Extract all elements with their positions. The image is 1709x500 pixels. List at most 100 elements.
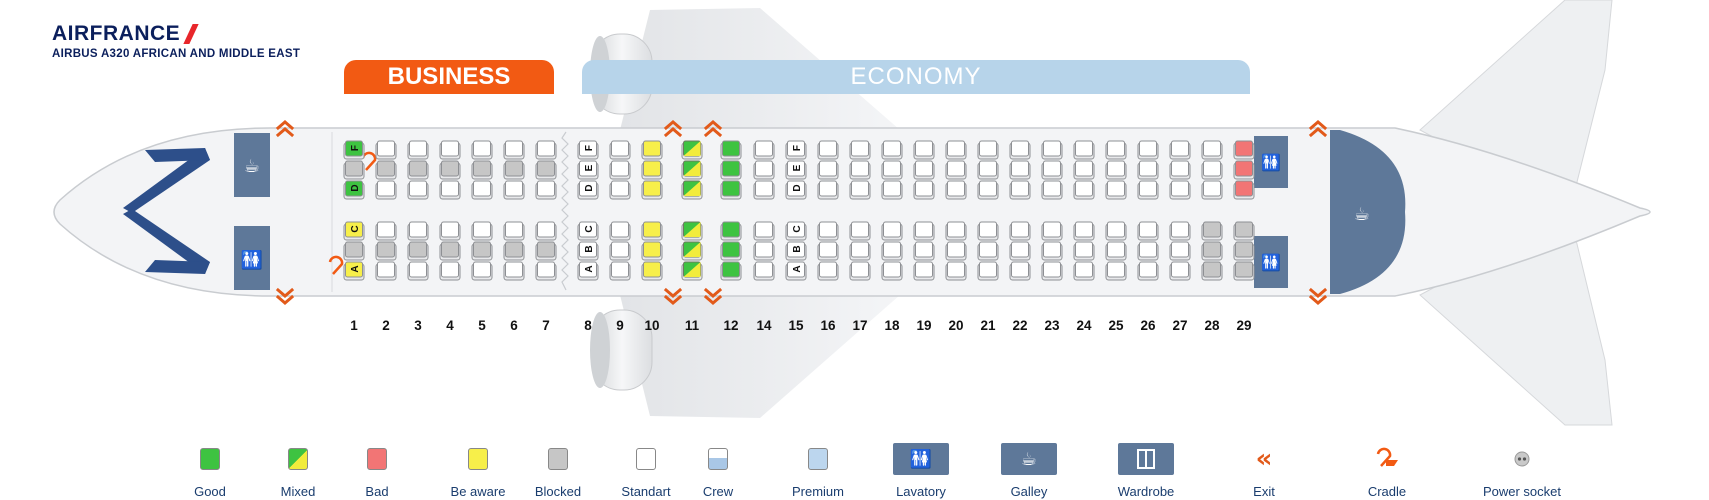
seat-8-5[interactable]	[577, 261, 599, 281]
seat-23-3[interactable]	[1041, 221, 1063, 241]
seat-1-3[interactable]	[343, 221, 365, 241]
seat-29-3[interactable]	[1233, 221, 1255, 241]
seat-18-3[interactable]	[881, 221, 903, 241]
seat-6-0[interactable]	[503, 140, 525, 160]
seat-14-1[interactable]	[753, 160, 775, 180]
seat-4-1[interactable]	[439, 160, 461, 180]
seat-16-1[interactable]	[817, 160, 839, 180]
seat-7-1[interactable]	[535, 160, 557, 180]
seat-2-0[interactable]	[375, 140, 397, 160]
seat-28-5[interactable]	[1201, 261, 1223, 281]
seat-25-3[interactable]	[1105, 221, 1127, 241]
seat-19-0[interactable]	[913, 140, 935, 160]
seat-27-3[interactable]	[1169, 221, 1191, 241]
seat-27-5[interactable]	[1169, 261, 1191, 281]
seat-23-0[interactable]	[1041, 140, 1063, 160]
seat-7-3[interactable]	[535, 221, 557, 241]
seat-19-3[interactable]	[913, 221, 935, 241]
seat-9-4[interactable]	[609, 241, 631, 261]
seat-10-0[interactable]	[641, 140, 663, 160]
seat-22-0[interactable]	[1009, 140, 1031, 160]
seat-8-2[interactable]	[577, 180, 599, 200]
seat-22-1[interactable]	[1009, 160, 1031, 180]
seat-8-1[interactable]	[577, 160, 599, 180]
seat-26-1[interactable]	[1137, 160, 1159, 180]
seat-12-1[interactable]	[720, 160, 742, 180]
seat-5-5[interactable]	[471, 261, 493, 281]
seat-20-2[interactable]	[945, 180, 967, 200]
seat-5-3[interactable]	[471, 221, 493, 241]
seat-6-5[interactable]	[503, 261, 525, 281]
seat-18-4[interactable]	[881, 241, 903, 261]
seat-26-4[interactable]	[1137, 241, 1159, 261]
seat-5-0[interactable]	[471, 140, 493, 160]
seat-22-3[interactable]	[1009, 221, 1031, 241]
seat-8-0[interactable]	[577, 140, 599, 160]
seat-16-5[interactable]	[817, 261, 839, 281]
seat-28-0[interactable]	[1201, 140, 1223, 160]
seat-25-2[interactable]	[1105, 180, 1127, 200]
seat-5-4[interactable]	[471, 241, 493, 261]
seat-7-0[interactable]	[535, 140, 557, 160]
seat-2-2[interactable]	[375, 180, 397, 200]
seat-10-1[interactable]	[641, 160, 663, 180]
seat-26-2[interactable]	[1137, 180, 1159, 200]
seat-15-0[interactable]	[785, 140, 807, 160]
seat-14-4[interactable]	[753, 241, 775, 261]
seat-29-4[interactable]	[1233, 241, 1255, 261]
seat-14-3[interactable]	[753, 221, 775, 241]
seat-18-2[interactable]	[881, 180, 903, 200]
seat-15-4[interactable]	[785, 241, 807, 261]
seat-29-2[interactable]	[1233, 180, 1255, 200]
seat-24-4[interactable]	[1073, 241, 1095, 261]
seat-5-1[interactable]	[471, 160, 493, 180]
seat-25-5[interactable]	[1105, 261, 1127, 281]
seat-19-2[interactable]	[913, 180, 935, 200]
seat-22-2[interactable]	[1009, 180, 1031, 200]
seat-12-0[interactable]	[720, 140, 742, 160]
seat-1-5[interactable]	[343, 261, 365, 281]
seat-9-1[interactable]	[609, 160, 631, 180]
seat-20-4[interactable]	[945, 241, 967, 261]
seat-21-0[interactable]	[977, 140, 999, 160]
seat-15-2[interactable]	[785, 180, 807, 200]
seat-16-0[interactable]	[817, 140, 839, 160]
seat-4-0[interactable]	[439, 140, 461, 160]
seat-5-2[interactable]	[471, 180, 493, 200]
seat-28-2[interactable]	[1201, 180, 1223, 200]
seat-12-5[interactable]	[720, 261, 742, 281]
seat-23-5[interactable]	[1041, 261, 1063, 281]
seat-12-2[interactable]	[720, 180, 742, 200]
seat-22-5[interactable]	[1009, 261, 1031, 281]
seat-23-4[interactable]	[1041, 241, 1063, 261]
seat-26-0[interactable]	[1137, 140, 1159, 160]
seat-19-1[interactable]	[913, 160, 935, 180]
seat-26-5[interactable]	[1137, 261, 1159, 281]
seat-24-3[interactable]	[1073, 221, 1095, 241]
seat-7-5[interactable]	[535, 261, 557, 281]
seat-19-5[interactable]	[913, 261, 935, 281]
seat-27-0[interactable]	[1169, 140, 1191, 160]
seat-4-2[interactable]	[439, 180, 461, 200]
seat-2-5[interactable]	[375, 261, 397, 281]
seat-3-3[interactable]	[407, 221, 429, 241]
seat-24-5[interactable]	[1073, 261, 1095, 281]
seat-27-1[interactable]	[1169, 160, 1191, 180]
seat-11-1[interactable]	[681, 160, 703, 180]
seat-3-2[interactable]	[407, 180, 429, 200]
seat-18-1[interactable]	[881, 160, 903, 180]
seat-28-3[interactable]	[1201, 221, 1223, 241]
seat-8-4[interactable]	[577, 241, 599, 261]
seat-20-3[interactable]	[945, 221, 967, 241]
seat-23-2[interactable]	[1041, 180, 1063, 200]
seat-16-4[interactable]	[817, 241, 839, 261]
seat-9-0[interactable]	[609, 140, 631, 160]
seat-1-1[interactable]	[343, 160, 365, 180]
seat-21-3[interactable]	[977, 221, 999, 241]
seat-8-3[interactable]	[577, 221, 599, 241]
seat-9-5[interactable]	[609, 261, 631, 281]
seat-16-3[interactable]	[817, 221, 839, 241]
seat-14-5[interactable]	[753, 261, 775, 281]
seat-18-0[interactable]	[881, 140, 903, 160]
seat-17-3[interactable]	[849, 221, 871, 241]
